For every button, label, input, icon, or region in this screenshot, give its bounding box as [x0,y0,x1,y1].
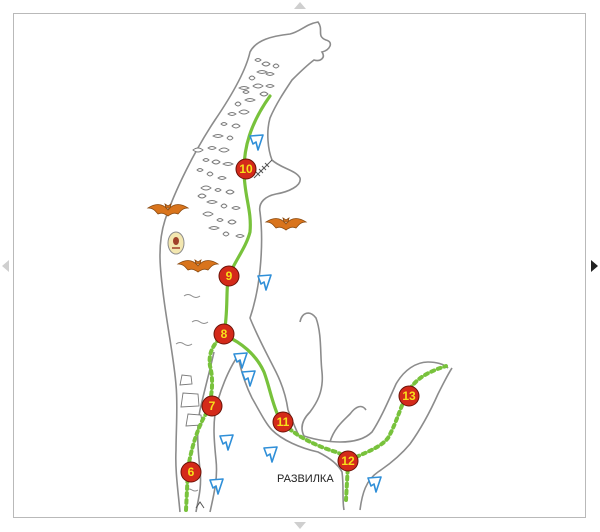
stalactite-icon [209,478,224,495]
rock [214,188,222,192]
boulder [179,374,193,386]
stalactite-icon [233,352,248,369]
nav-left-arrow-icon[interactable] [2,260,9,272]
cave-figure-icon [167,231,185,255]
rock [235,234,245,238]
rock [202,158,210,162]
waypoint-label: 9 [226,269,233,283]
cave-wall-inner [195,351,215,513]
waypoint-10[interactable]: 10 [235,158,257,180]
rock [222,231,230,237]
cave-wall-right-lower [209,354,273,513]
waypoint-label: 13 [402,389,416,403]
rock [238,109,250,115]
rock [208,226,220,230]
rock [227,112,237,116]
bat-icon [146,203,190,217]
rock [216,218,224,222]
junction-label: РАЗВИЛКА [277,473,334,485]
waypoint-label: 6 [188,465,195,479]
route-dotted-east-2 [348,364,448,462]
rock [217,176,227,180]
rock [220,203,228,209]
waypoint-6[interactable]: 6 [180,461,202,483]
waypoint-9[interactable]: 9 [218,265,240,287]
rock [197,193,207,199]
waypoint-12[interactable]: 12 [337,450,359,472]
stalactite-icon [367,476,382,493]
waypoint-11[interactable]: 11 [272,411,294,433]
waypoint-7[interactable]: 7 [201,395,223,417]
rock [225,189,235,195]
cave-branch-north [299,312,324,437]
waypoint-label: 11 [277,415,290,429]
stalactite-icon [257,274,272,291]
rock [226,135,234,141]
waypoint-label: 8 [221,327,228,341]
rock [259,91,269,97]
stalactite-icon [241,370,256,387]
rock [222,162,234,166]
rock [248,75,256,81]
rock [196,168,204,172]
stalactite-icon [209,134,382,495]
waypoint-label: 12 [341,454,355,468]
rock [242,90,250,94]
rock [254,58,262,62]
stalactite-icon [249,134,264,151]
pointer-icon [195,501,205,509]
boulder [185,413,203,427]
rock [211,159,221,165]
rock [265,84,275,88]
cave-wall-east [303,361,449,443]
rock [231,206,241,210]
ladder-icon [253,159,273,179]
nav-up-arrow-icon[interactable] [294,2,306,9]
cave-wall-left [159,21,332,513]
cave-side-pocket [329,405,367,443]
stalactite-icon [263,446,278,463]
rock [227,219,237,225]
cave-wall-south [271,429,345,511]
waypoint-label: 10 [239,162,253,176]
rock [207,146,217,150]
rock [252,83,264,89]
rock [244,98,256,102]
rock [261,61,271,67]
rock [234,101,242,107]
route-solid-main [222,94,272,336]
rock [206,200,218,204]
nav-down-arrow-icon[interactable] [294,522,306,529]
bat-icon [264,217,308,231]
rock [200,185,212,191]
waypoint-8[interactable]: 8 [213,323,235,345]
rock [202,211,214,217]
bat-icon [176,259,220,273]
map-frame [13,13,586,518]
stalactite-icon [219,434,234,451]
rock [265,72,275,76]
route-dotted-west [184,334,224,512]
rock [238,86,250,90]
rock [212,134,224,138]
boulder [180,392,200,408]
rock [206,171,214,177]
rock-debris-icon [179,58,280,427]
rock [220,122,228,126]
nav-right-arrow-icon[interactable] [591,260,598,272]
rock [256,70,268,74]
waypoint-label: 7 [209,399,216,413]
route-solid-south [224,334,282,422]
rock [231,123,241,129]
waypoint-13[interactable]: 13 [398,385,420,407]
rock [272,63,280,69]
rock [218,147,230,153]
rock [192,147,204,153]
